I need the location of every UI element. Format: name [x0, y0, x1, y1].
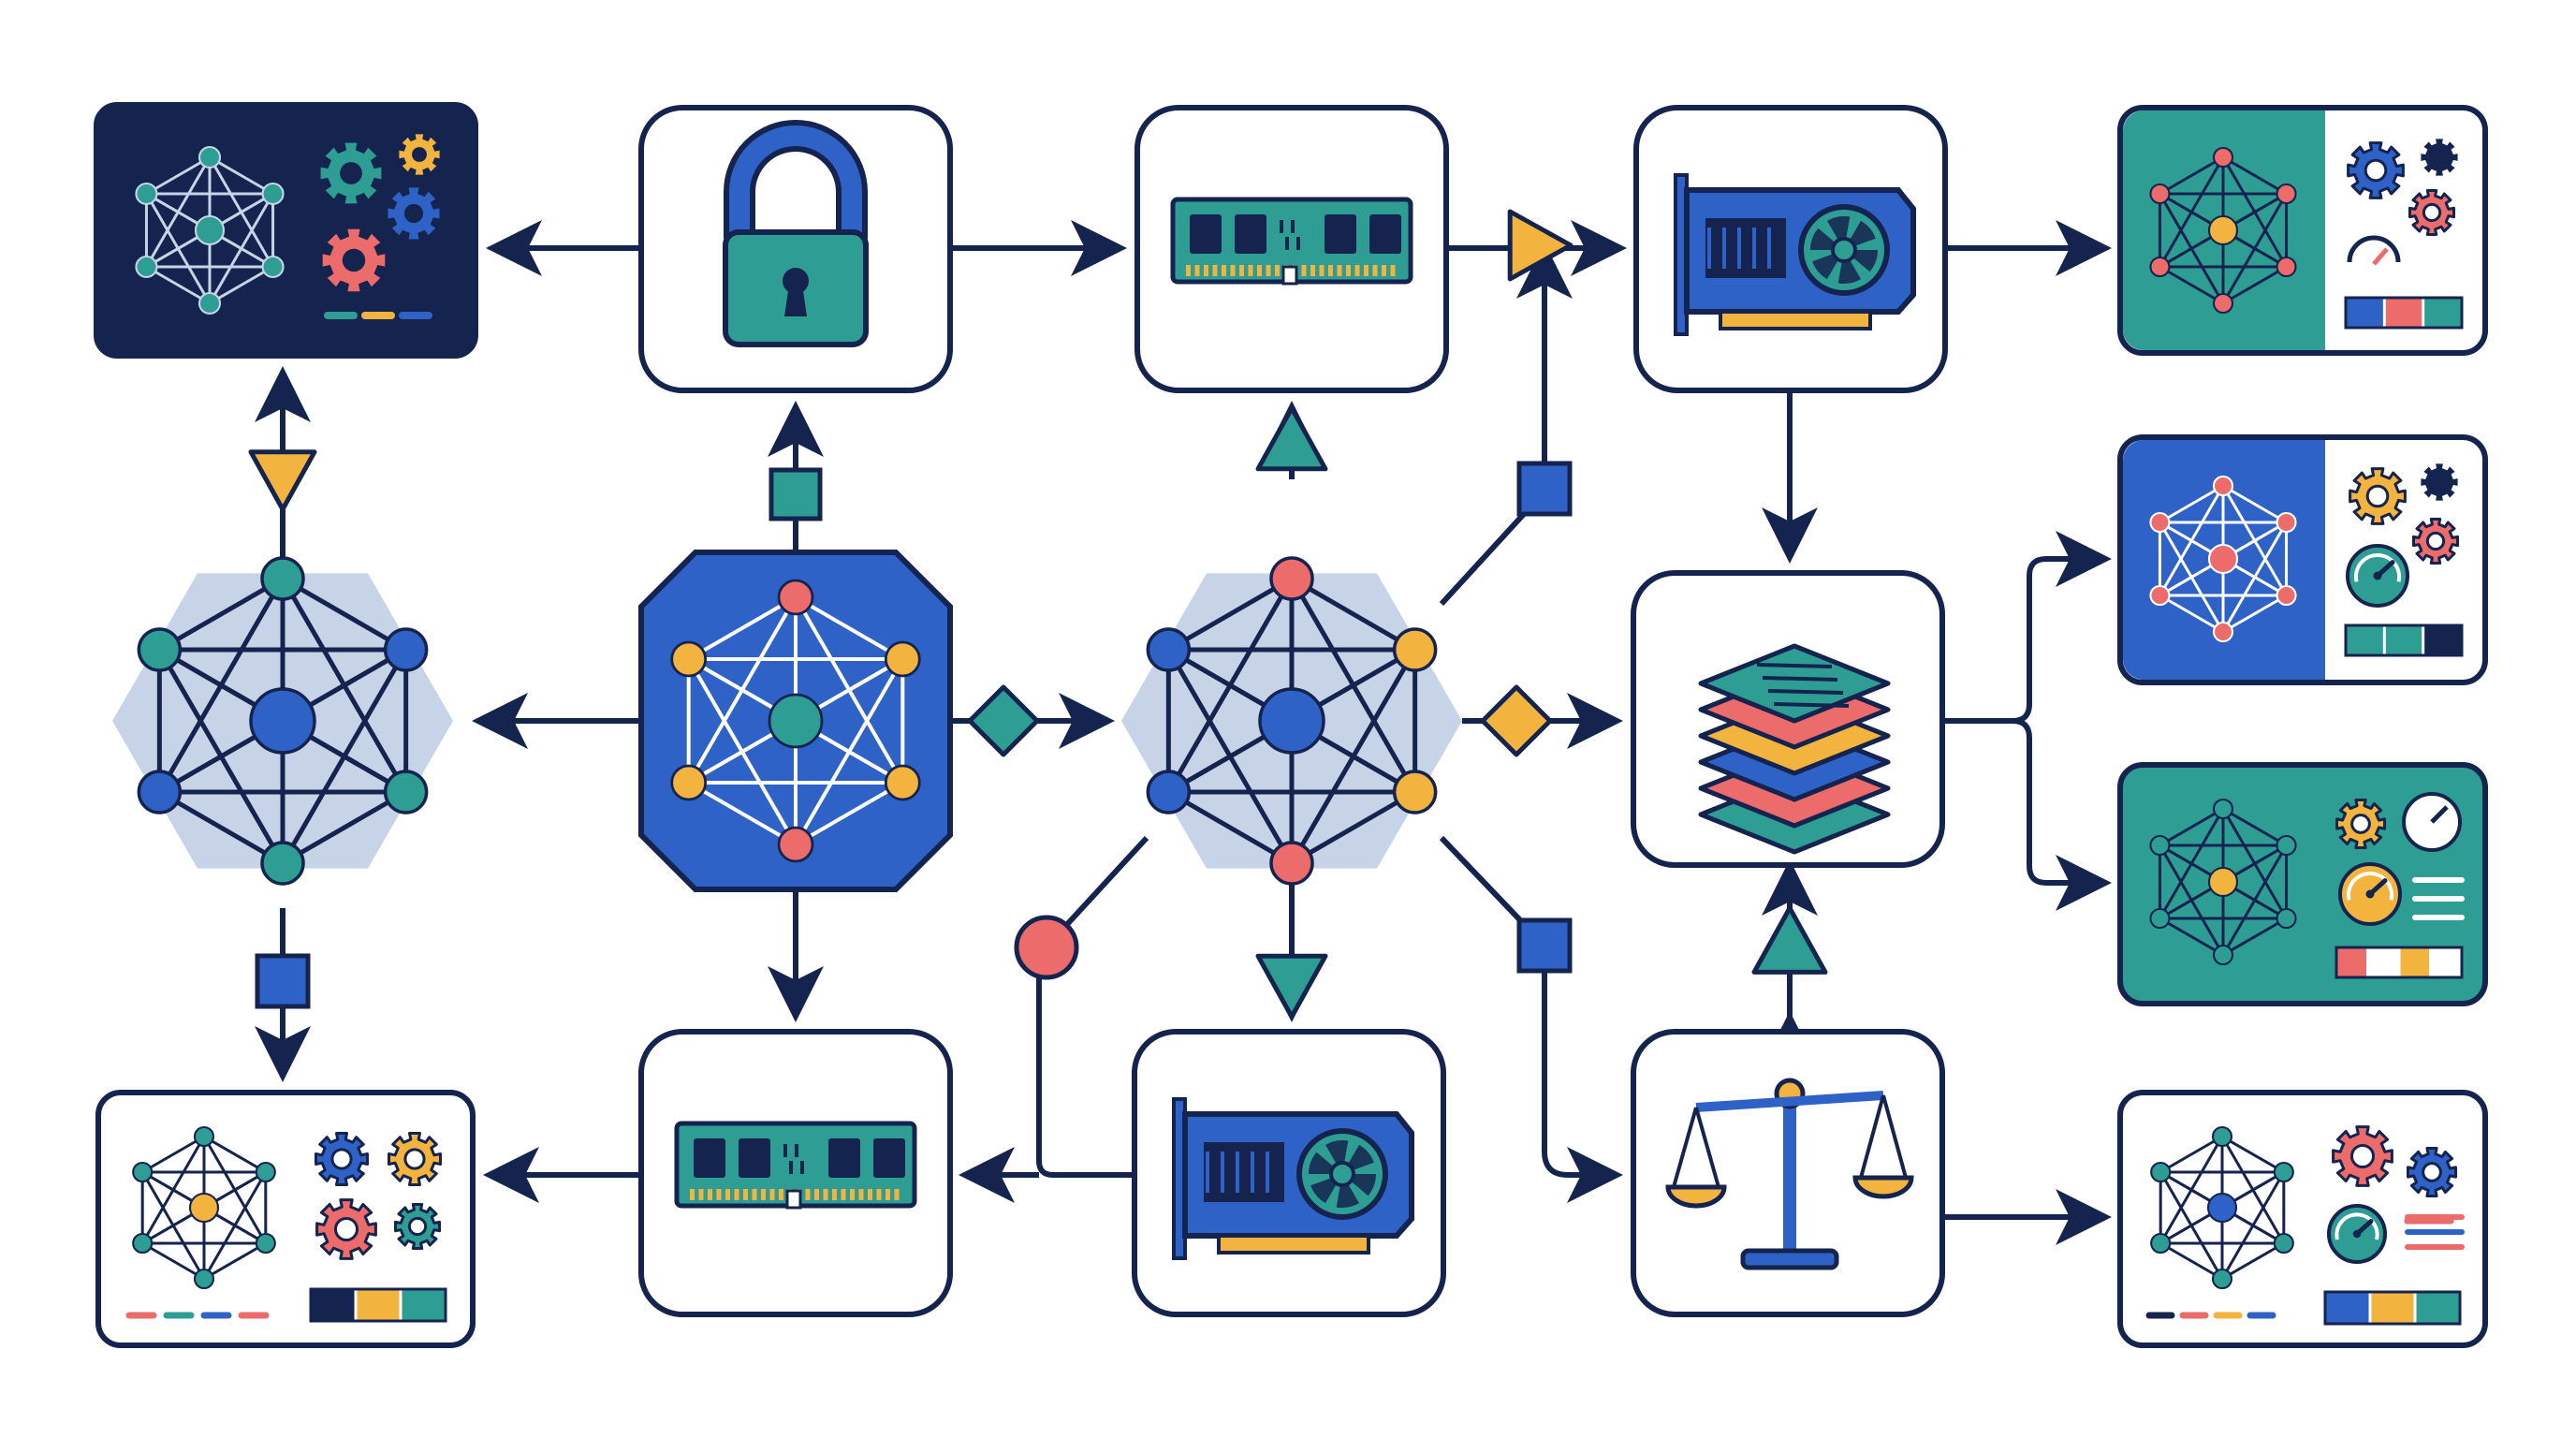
network-hub-right	[1121, 556, 1462, 886]
connector-layers-to-dashboard-blue	[1942, 531, 2112, 724]
coral-circle-marker	[1014, 915, 1079, 980]
connector-markers-layer	[248, 209, 1828, 1020]
teal-square-marker	[768, 467, 823, 521]
graphics-card-icon	[1633, 105, 1948, 393]
dashboard-teal-mid	[2117, 762, 2488, 1006]
dashboard-navy	[94, 102, 478, 359]
network-hub-left	[112, 556, 453, 886]
dashboard-white-bottom-left	[95, 1090, 476, 1348]
network-dashboard-icon	[95, 1090, 476, 1348]
ram-box-top	[1134, 105, 1449, 393]
balance-scale-icon	[1631, 1029, 1945, 1317]
stacked-layers-icon	[1631, 570, 1945, 868]
layers-box	[1631, 570, 1945, 868]
memory-module-icon	[638, 1029, 953, 1317]
teal-diamond-marker	[967, 684, 1040, 757]
network-dashboard-icon	[2117, 105, 2488, 356]
gpu-box-bottom	[1132, 1029, 1446, 1317]
nodes-layer	[94, 102, 2488, 1348]
connector-hub-right-to-scale	[1439, 835, 1623, 1203]
network-dashboard-icon	[94, 102, 478, 359]
teal-triangle-marker	[1751, 905, 1828, 975]
memory-module-icon	[1134, 105, 1449, 393]
ram-box-bottom	[638, 1029, 953, 1317]
connector-layers-to-dashboard-teal	[2012, 718, 2112, 911]
network-dashboard-icon	[2117, 434, 2488, 685]
lock-icon	[638, 105, 953, 393]
amber-triangle-marker	[1507, 209, 1573, 282]
network-dashboard-icon	[2117, 762, 2488, 1006]
gpu-box-top	[1633, 105, 1948, 393]
teal-triangle-marker	[1255, 953, 1328, 1020]
teal-triangle-marker	[1255, 405, 1328, 472]
dashboard-blue	[2117, 434, 2488, 685]
blue-square-marker	[1516, 917, 1573, 974]
blue-square-marker	[255, 953, 311, 1009]
network-dashboard-icon	[2117, 1090, 2488, 1348]
network-graph-icon	[638, 550, 953, 892]
dashboard-white-bottom-right	[2117, 1090, 2488, 1348]
graphics-card-icon	[1132, 1029, 1446, 1317]
connector-hub-right-to-gpu-top	[1439, 242, 1573, 607]
amber-triangle-marker	[248, 449, 317, 512]
network-graph-icon	[1121, 556, 1462, 886]
connector-gpu-bottom-branch	[1036, 835, 1149, 1178]
network-hub-center	[638, 550, 953, 892]
network-graph-icon	[112, 556, 453, 886]
scale-box	[1631, 1029, 1945, 1317]
amber-diamond-marker	[1480, 684, 1553, 757]
lock-box	[638, 105, 953, 393]
dashboard-teal-top	[2117, 105, 2488, 356]
blue-square-marker	[1516, 461, 1573, 517]
